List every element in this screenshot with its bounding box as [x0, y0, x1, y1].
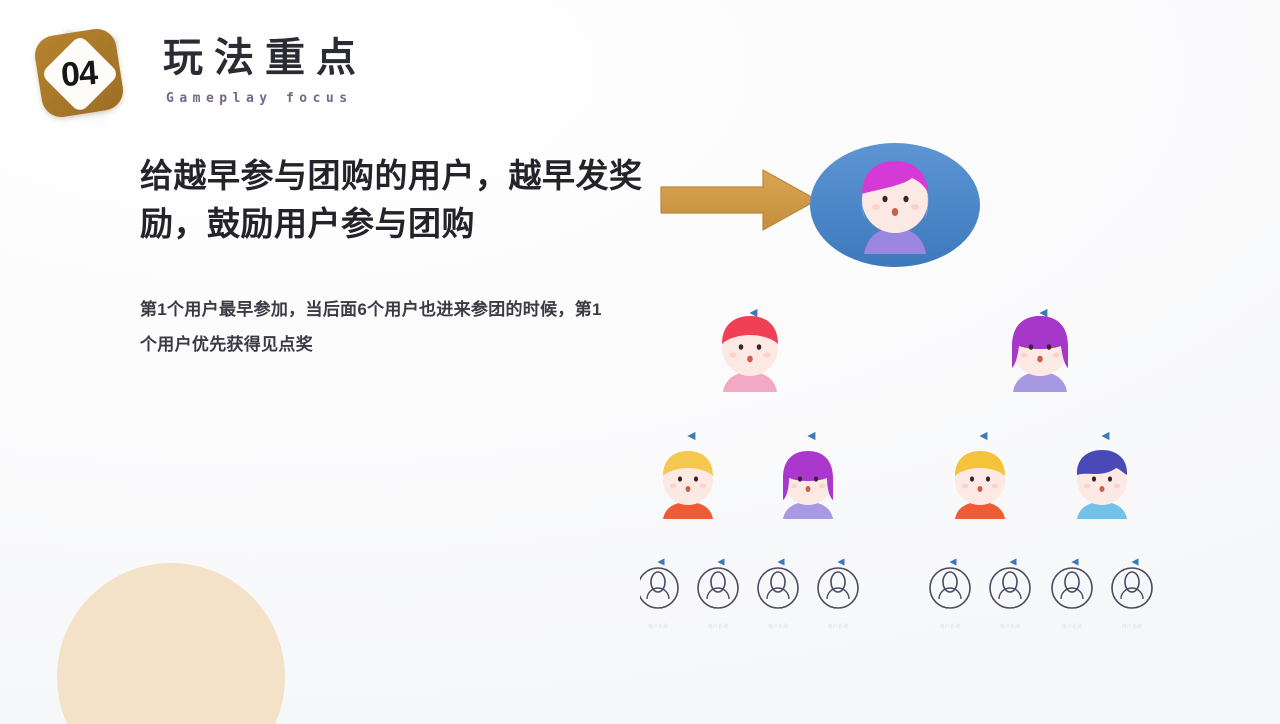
- leaf-label: 用户名称: [828, 623, 849, 630]
- connector-level2-to-level3: [685, 390, 1110, 441]
- leaf-node-4[interactable]: [817, 567, 859, 609]
- page-subtitle: Gameplay focus: [166, 91, 353, 106]
- leaf-label: 用户名称: [648, 623, 669, 630]
- tree-node-root[interactable]: [810, 143, 980, 267]
- avatar-root-icon: [861, 161, 929, 254]
- leaf-label-group: 用户名称 用户名称 用户名称 用户名称 用户名称 用户名称 用户名称 用户名称: [648, 623, 1143, 630]
- leaf-node-8[interactable]: [1111, 567, 1153, 609]
- leaf-node-2[interactable]: [697, 567, 739, 609]
- leaf-label: 用户名称: [1122, 623, 1143, 630]
- leaf-label: 用户名称: [1000, 623, 1021, 630]
- gold-arrow-icon: [659, 168, 819, 232]
- leaf-node-5[interactable]: [929, 567, 971, 609]
- connector-root-to-level2: [747, 267, 1048, 318]
- leaf-label: 用户名称: [708, 623, 729, 630]
- tree-node-level2-left[interactable]: [722, 316, 778, 392]
- section-badge: 04: [30, 26, 130, 130]
- leaf-node-3[interactable]: [757, 567, 799, 609]
- leaf-icon-group: [640, 567, 1153, 609]
- connector-level3-to-leaves: [656, 518, 1139, 566]
- leaf-node-1[interactable]: [640, 567, 679, 609]
- badge-number: 04: [59, 53, 99, 94]
- page-title: 玩法重点: [163, 35, 367, 80]
- leaf-label: 用户名称: [768, 623, 789, 630]
- tree-node-level3-2[interactable]: [783, 451, 833, 519]
- tree-node-level2-right[interactable]: [1012, 316, 1068, 392]
- headline-text: 给越早参与团购的用户，越早发奖励，鼓励用户参与团购: [140, 157, 643, 242]
- tree-node-level3-3[interactable]: [955, 451, 1005, 519]
- leaf-label: 用户名称: [940, 623, 961, 630]
- tree-node-level3-1[interactable]: [663, 451, 713, 519]
- hierarchy-tree-diagram: 用户名称 用户名称 用户名称 用户名称 用户名称 用户名称 用户名称 用户名称: [640, 120, 1280, 690]
- body-text: 第1个用户最早参加，当后面6个用户也进来参团的时候，第1个用户优先获得见点奖: [140, 300, 602, 354]
- tree-svg: 用户名称 用户名称 用户名称 用户名称 用户名称 用户名称 用户名称 用户名称: [640, 143, 1153, 630]
- decorative-circle: [57, 563, 285, 724]
- title-block: 玩法重点 Gameplay focus: [163, 35, 367, 107]
- tree-node-level3-4[interactable]: [1076, 450, 1128, 519]
- leaf-label: 用户名称: [1062, 623, 1083, 630]
- leaf-node-7[interactable]: [1051, 567, 1093, 609]
- leaf-node-6[interactable]: [989, 567, 1031, 609]
